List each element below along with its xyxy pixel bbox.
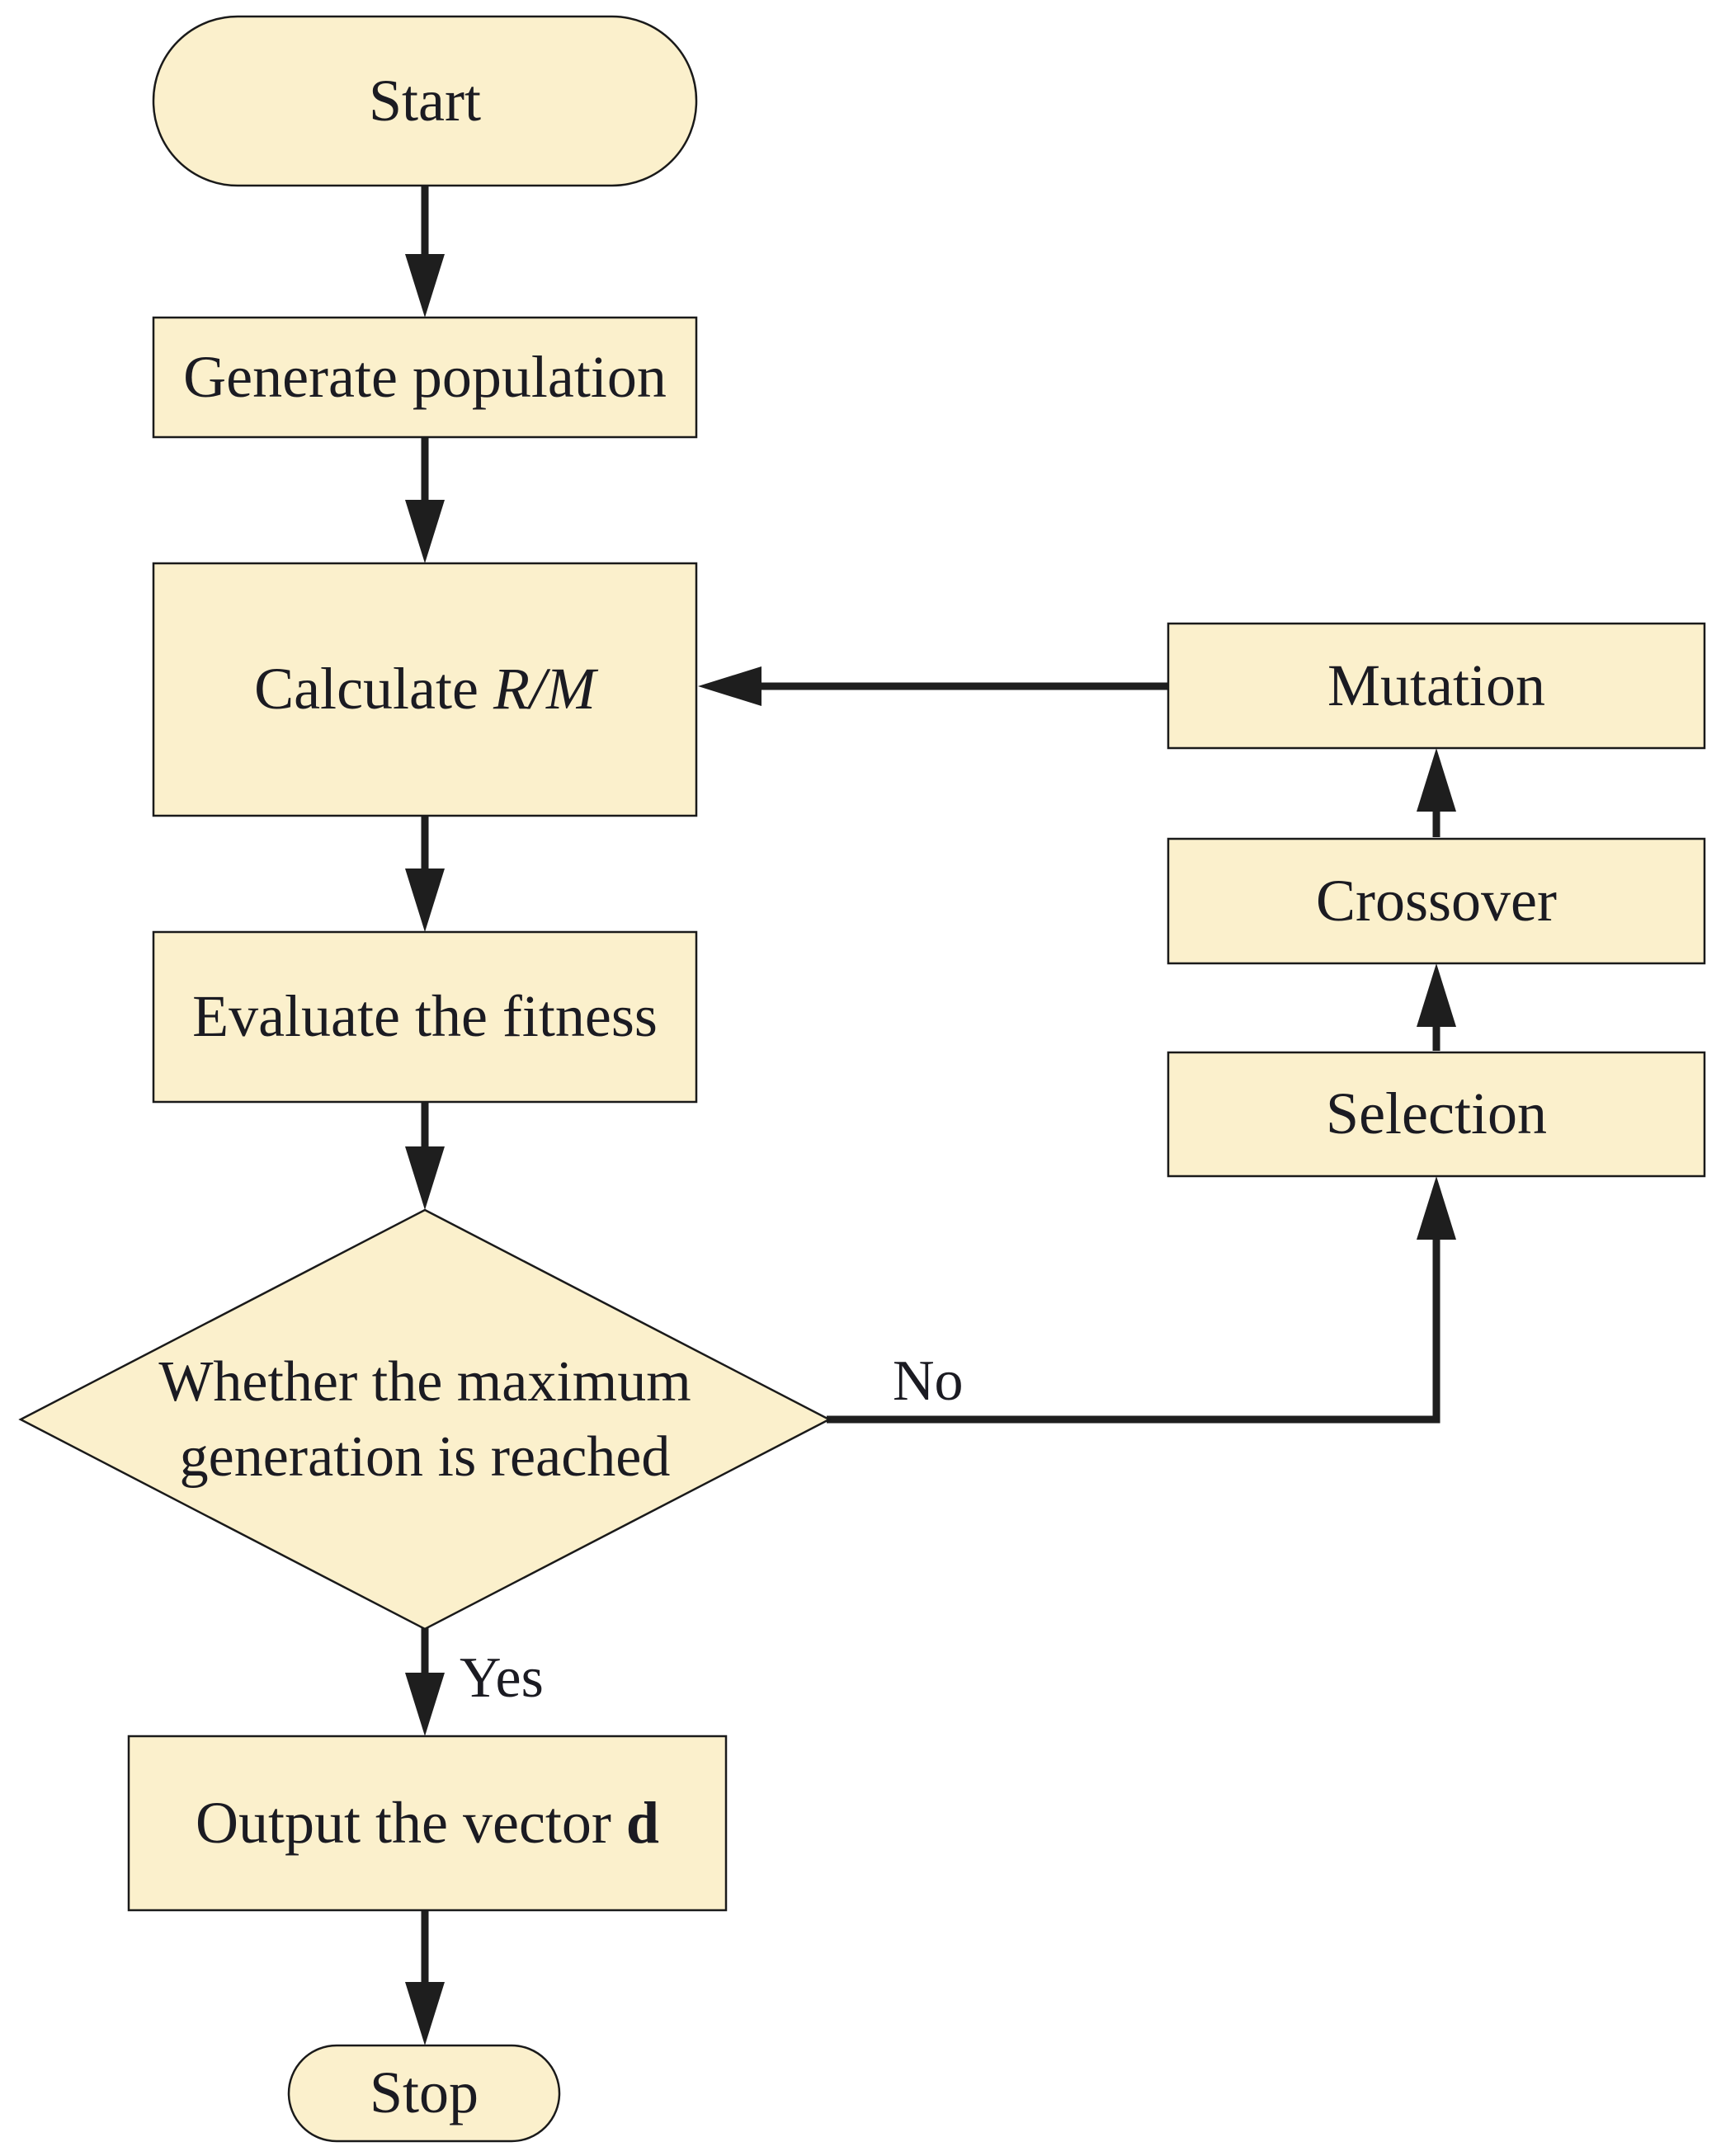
crossover-shape	[1167, 837, 1706, 965]
selection-shape	[1167, 1051, 1706, 1178]
calculate-rm-shape	[152, 562, 698, 817]
decision-diamond-shape	[18, 1208, 832, 1631]
edge-selection-crossover	[1417, 963, 1456, 1051]
mutation-shape	[1167, 622, 1706, 750]
no-branch-label: No	[893, 1349, 964, 1413]
edge-decision-output-yes	[405, 1627, 445, 1736]
yes-branch-label: Yes	[460, 1646, 544, 1710]
output-vector-shape	[127, 1735, 728, 1912]
edge-mutation-calculate	[698, 666, 1168, 706]
edge-start-generate	[405, 184, 445, 318]
edge-evaluate-decision	[405, 1100, 445, 1210]
edge-calculate-evaluate	[405, 814, 445, 932]
edge-decision-selection-no	[827, 1176, 1456, 1424]
generate-population-shape	[152, 316, 698, 439]
stop-shape	[287, 2044, 561, 2143]
evaluate-fitness-shape	[152, 930, 698, 1104]
edge-crossover-mutation	[1417, 748, 1456, 837]
edge-generate-calculate	[405, 435, 445, 563]
edge-output-stop	[405, 1909, 445, 2045]
start-shape	[152, 15, 698, 187]
